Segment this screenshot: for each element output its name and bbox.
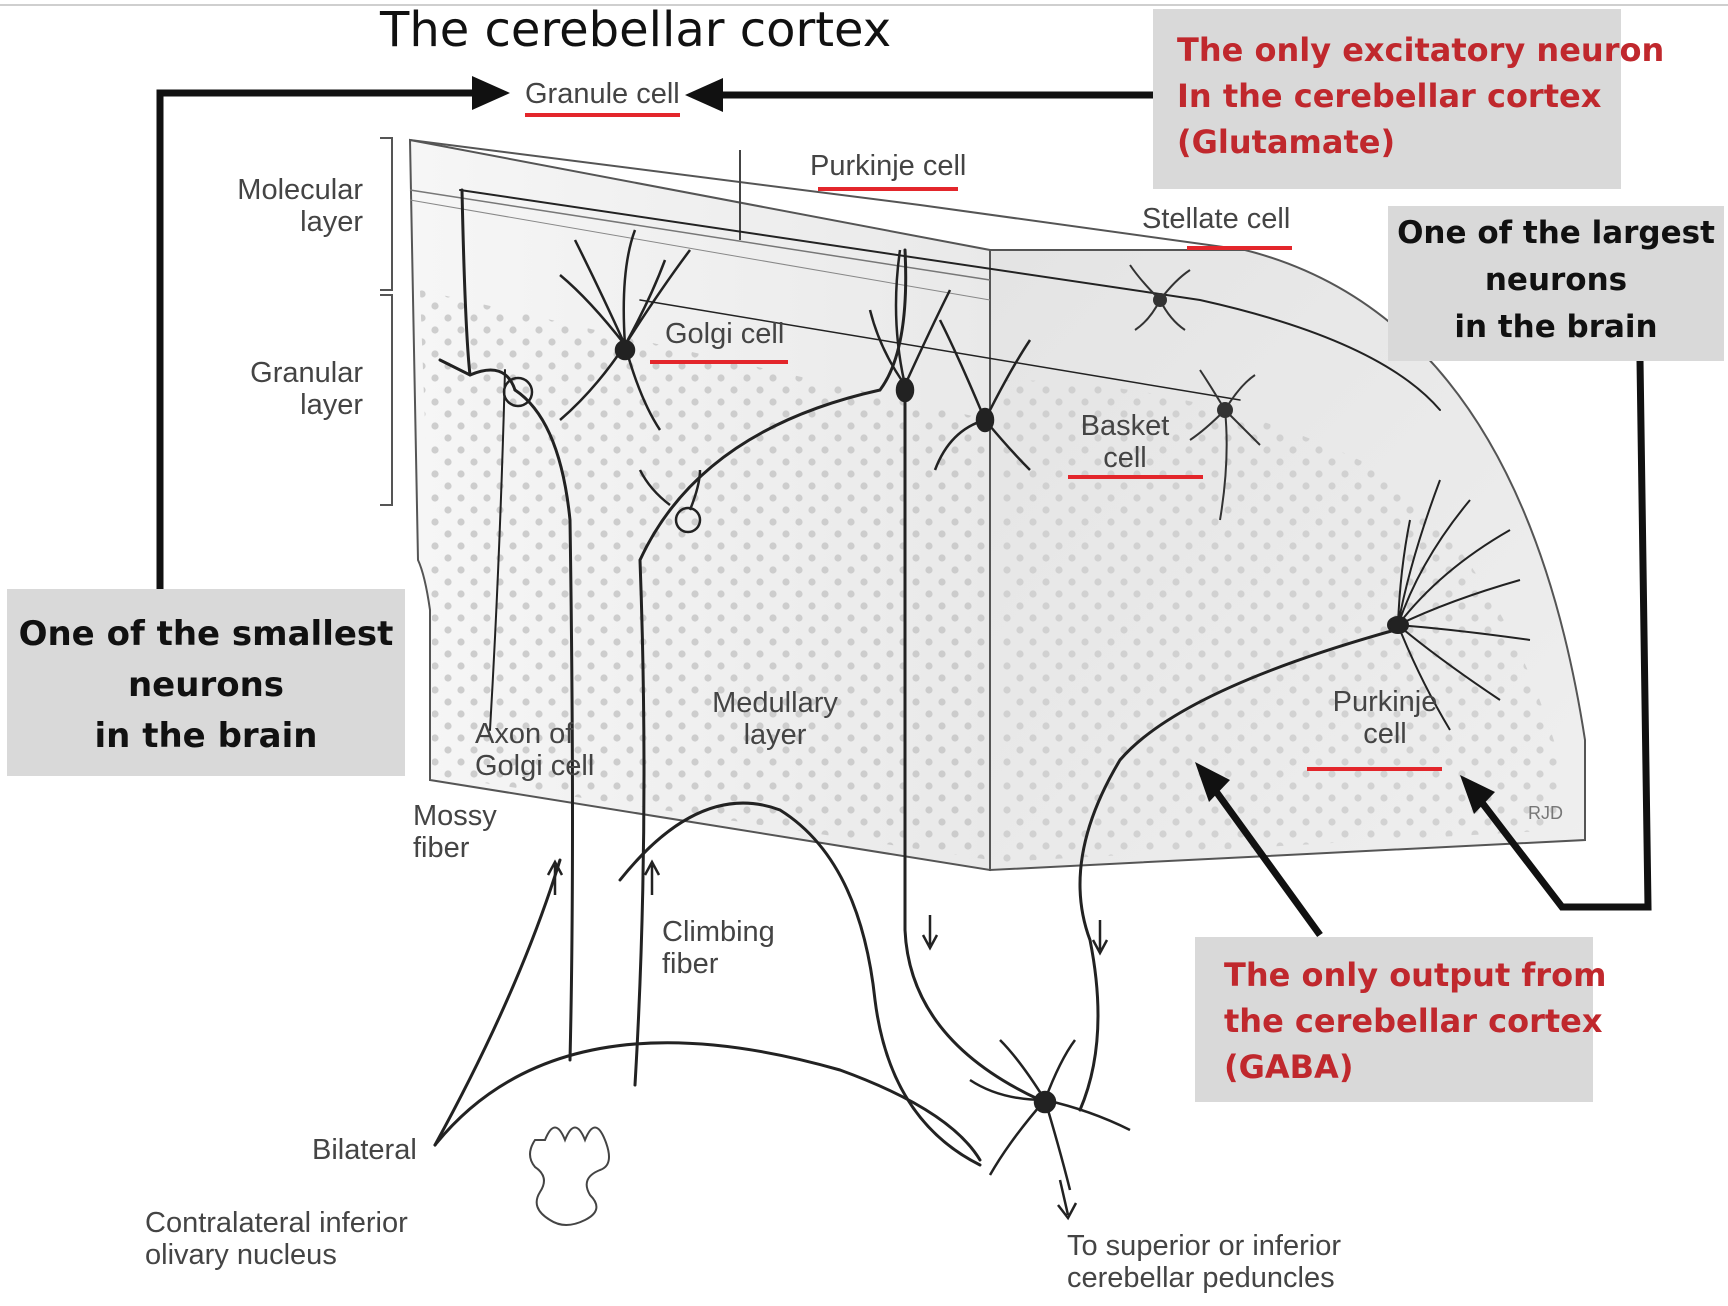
granular-layer-line-2: layer	[300, 389, 363, 421]
callout-output: The only output from the cerebellar cort…	[1195, 937, 1607, 1102]
artist-signature: RJD	[1528, 803, 1563, 823]
callout-excitatory-line-1: The only excitatory neuron	[1177, 31, 1665, 69]
axon-of-golgi-line-2: Golgi cell	[475, 750, 595, 782]
largest-to-purkinje-arrow	[1477, 359, 1652, 911]
deep-nucleus-cell-drawing	[969, 1039, 1131, 1191]
climbing-fiber-line-2: fiber	[662, 948, 719, 980]
output-to-axon-arrow	[1212, 787, 1323, 938]
callout-smallest-line-3: in the brain	[94, 716, 318, 756]
granule-cell-underline	[525, 113, 680, 117]
callout-excitatory: The only excitatory neuron In the cerebe…	[1153, 9, 1665, 189]
label-medullary-layer: Medullary layer	[695, 687, 855, 751]
callout-largest-line-2: neurons	[1484, 262, 1628, 298]
label-granular-layer: Granular layer	[215, 357, 363, 421]
callout-output-line-3: (GABA)	[1224, 1048, 1354, 1086]
contralateral-line-1: Contralateral inferior	[145, 1207, 408, 1239]
mossy-fiber-line-2: fiber	[413, 832, 470, 864]
label-climbing-fiber: Climbing fiber	[662, 916, 775, 980]
cortex-front-dots	[420, 290, 990, 860]
label-to-peduncles: To superior or inferior cerebellar pedun…	[1067, 1230, 1341, 1294]
label-basket-cell: Basket cell	[1060, 410, 1190, 474]
basket-cell-underline	[1068, 475, 1203, 479]
callout-arrows	[156, 89, 1652, 938]
callout-arrowheads	[472, 76, 1495, 814]
olivary-nucleus-drawing	[529, 1126, 610, 1226]
mossy-fiber-line-1: Mossy	[413, 800, 497, 832]
callout-output-line-1: The only output from	[1224, 956, 1607, 994]
label-axon-of-golgi-cell: Axon of Golgi cell	[475, 718, 594, 782]
callout-smallest-line-2: neurons	[127, 665, 285, 705]
callout-smallest: One of the smallest neurons in the brain	[7, 589, 405, 776]
label-mossy-fiber: Mossy fiber	[413, 800, 497, 864]
label-bilateral: Bilateral	[312, 1134, 417, 1166]
purkinje-cell-top-underline	[818, 187, 958, 191]
purkinje-cell-right-drawing	[1387, 479, 1531, 731]
purkinje-cell-right-underline	[1307, 767, 1442, 771]
callout-smallest-line-1: One of the smallest	[18, 614, 394, 654]
golgi-cell-drawing	[502, 229, 702, 534]
climbing-fiber-line-1: Climbing	[662, 916, 775, 948]
to-peduncles-line-1: To superior or inferior	[1067, 1230, 1341, 1262]
label-stellate-cell: Stellate cell	[1142, 203, 1291, 235]
callout-excitatory-line-3: (Glutamate)	[1177, 123, 1396, 161]
molecular-layer-line-1: Molecular	[237, 174, 363, 206]
basket-cell-line-1: Basket	[1080, 410, 1170, 442]
to-peduncles-line-2: cerebellar peduncles	[1067, 1262, 1335, 1294]
label-contralateral: Contralateral inferior olivary nucleus	[145, 1207, 408, 1271]
label-purkinje-cell-right: Purkinje cell	[1310, 686, 1460, 750]
medullary-layer-line-2: layer	[743, 719, 807, 751]
molecular-layer-line-2: layer	[300, 206, 363, 238]
golgi-cell-underline	[650, 360, 788, 364]
stellate-cell-underline	[1187, 246, 1292, 250]
callout-largest-line-3: in the brain	[1454, 309, 1658, 345]
direction-arrows	[546, 859, 1109, 1221]
purkinje-right-line-1: Purkinje	[1332, 686, 1438, 718]
page-title: The cerebellar cortex	[380, 2, 892, 58]
axon-of-golgi-line-1: Axon of	[475, 718, 574, 750]
label-golgi-cell: Golgi cell	[665, 318, 785, 350]
granular-layer-line-1: Granular	[250, 357, 363, 389]
neural-pathways	[433, 188, 1441, 1167]
contralateral-line-2: olivary nucleus	[145, 1239, 337, 1271]
medullary-layer-line-1: Medullary	[712, 687, 838, 719]
basket-cell-line-2: cell	[1103, 442, 1147, 474]
smallest-to-granule-arrow	[156, 89, 480, 590]
label-molecular-layer: Molecular layer	[215, 174, 363, 238]
callout-largest: One of the largest neurons in the brain	[1388, 206, 1724, 361]
label-granule-cell: Granule cell	[525, 78, 680, 110]
callout-largest-line-1: One of the largest	[1397, 215, 1715, 251]
purkinje-right-line-2: cell	[1363, 718, 1407, 750]
callout-excitatory-line-2: In the cerebellar cortex	[1177, 77, 1602, 115]
callout-output-line-2: the cerebellar cortex	[1224, 1002, 1603, 1040]
label-purkinje-cell-top: Purkinje cell	[810, 150, 967, 182]
stellate-basket-drawing	[1129, 264, 1261, 521]
purkinje-cell-front-drawing	[868, 249, 1032, 471]
